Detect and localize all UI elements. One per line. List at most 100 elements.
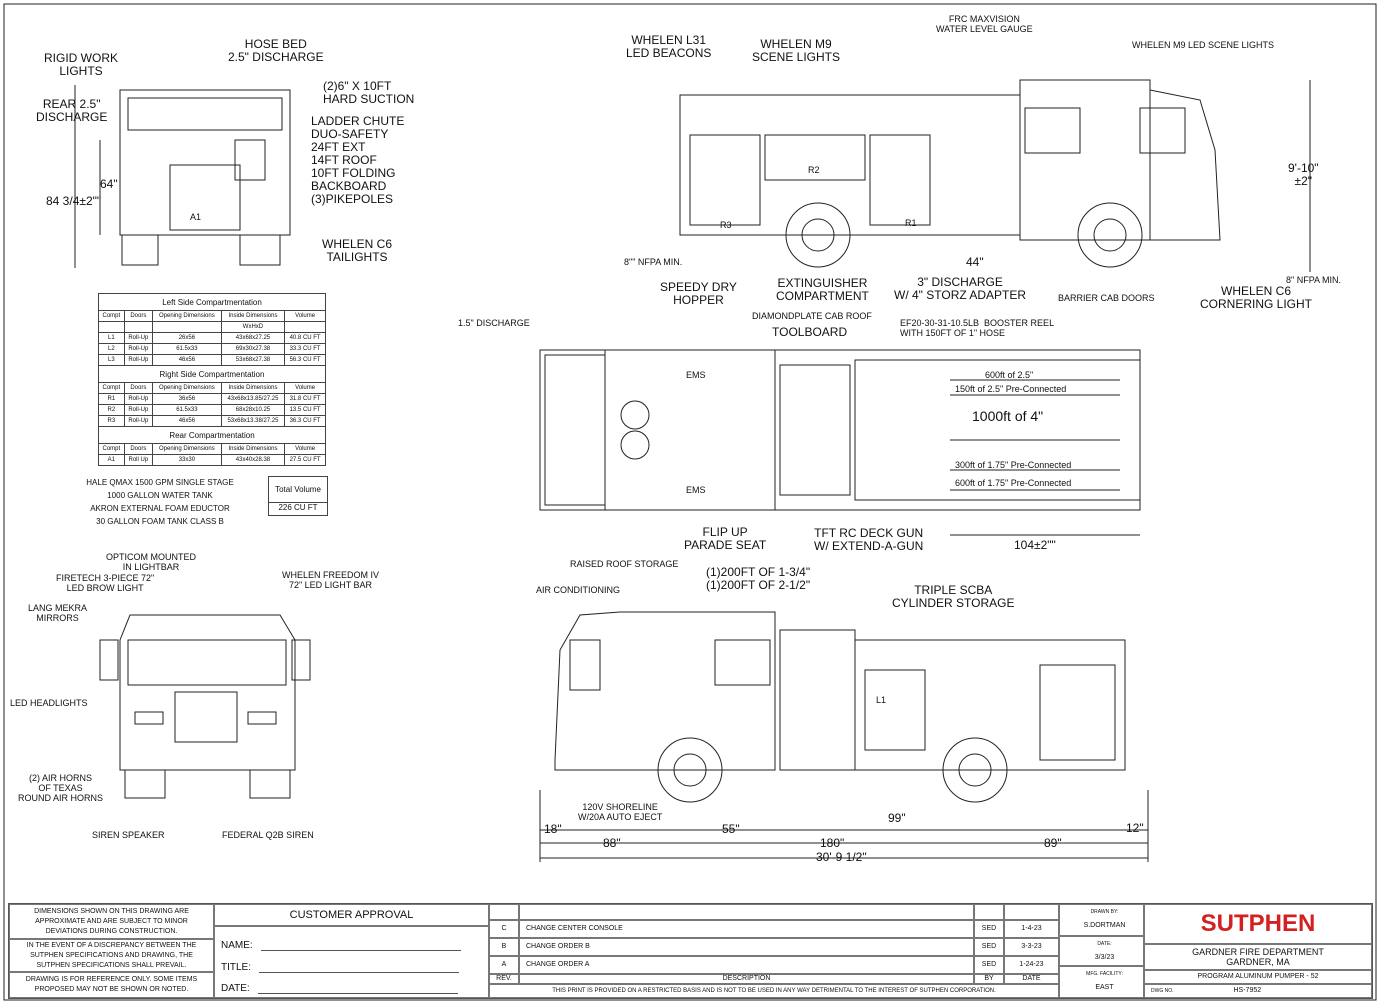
- label-raised-roof: RAISED ROOF STORAGE: [570, 559, 679, 569]
- label-rear-discharge: REAR 2.5" DISCHARGE: [36, 97, 108, 124]
- revision-by: SED: [974, 938, 1004, 956]
- label-scba-storage: TRIPLE SCBA CYLINDER STORAGE: [892, 583, 1015, 610]
- label-l31-beacons: WHELEN L31 LED BEACONS: [626, 33, 712, 60]
- label-barrier-doors: BARRIER CAB DOORS: [1058, 293, 1155, 303]
- title-field[interactable]: [259, 961, 460, 973]
- label-hose-bed: HOSE BED 2.5" DISCHARGE: [228, 37, 324, 64]
- note-discrepancy: IN THE EVENT OF A DISCREPANCY BETWEEN TH…: [9, 939, 214, 972]
- disclaimer: THIS PRINT IS PROVIDED ON A RESTRICTED B…: [489, 984, 1059, 998]
- drawing-number: HS-7952: [1233, 987, 1262, 994]
- rev-blank: [1004, 904, 1059, 920]
- rear-view-drawing: [74, 85, 291, 268]
- drawn-by: S.DORTMAN: [1083, 922, 1126, 929]
- label-1-5-discharge: 1.5" DISCHARGE: [458, 318, 530, 328]
- hose-load-3: 1000ft of 4": [972, 408, 1044, 424]
- label-opticom: OPTICOM MOUNTED IN LIGHTBAR: [106, 552, 196, 572]
- title-row: TITLE:: [221, 961, 460, 974]
- revision-letter: A: [489, 956, 519, 974]
- label-nfpa-front: 8" NFPA MIN.: [1286, 275, 1342, 285]
- revision-letter: C: [489, 920, 519, 938]
- label-ladder-chute: LADDER CHUTE DUO-SAFETY 24FT EXT 14FT RO…: [311, 114, 405, 206]
- date-field[interactable]: [257, 982, 458, 994]
- drawing-date: 3/3/23: [1094, 954, 1115, 961]
- dim-88: 88": [603, 836, 621, 850]
- revision-description: CHANGE ORDER B: [519, 938, 974, 956]
- label-frc-gauge: FRC MAXVISION WATER LEVEL GAUGE: [936, 14, 1033, 34]
- label-shoreline: 120V SHORELINE W/20A AUTO EJECT: [578, 802, 663, 822]
- label-crosslays: (1)200FT OF 1-3/4" (1)200FT OF 2-1/2": [706, 565, 811, 592]
- dim-64: 64": [100, 177, 118, 191]
- program-name: PROGRAM ALUMINUM PUMPER - 52: [1144, 970, 1372, 984]
- dim-99: 99": [888, 811, 906, 825]
- label-air-conditioning: AIR CONDITIONING: [536, 585, 621, 595]
- revision-date: 1-4-23: [1004, 920, 1059, 938]
- compartment-r1: R1: [905, 218, 917, 228]
- ems-compartment-1: EMS: [686, 370, 706, 380]
- note-dimensions: DIMENSIONS SHOWN ON THIS DRAWING ARE APP…: [9, 904, 214, 939]
- label-speedy-dry: SPEEDY DRY HOPPER: [660, 280, 737, 307]
- compartment-a1: A1: [190, 212, 202, 222]
- dim-55: 55": [722, 822, 740, 836]
- right-compartment-title: Right Side Compartmentation: [98, 365, 326, 383]
- label-m9-scene: WHELEN M9 SCENE LIGHTS: [752, 37, 841, 64]
- revision-by: SED: [974, 920, 1004, 938]
- hose-load-5: 600ft of 1.75" Pre-Connected: [955, 478, 1072, 488]
- revision-date: 3-3-23: [1004, 938, 1059, 956]
- label-booster-reel: EF20-30-31-10.5LB BOOSTER REEL WITH 150F…: [900, 318, 1055, 338]
- ems-compartment-2: EMS: [686, 485, 706, 495]
- dim-84: 84 3/4±2"": [46, 194, 102, 208]
- label-siren-speaker: SIREN SPEAKER: [92, 830, 165, 840]
- name-field[interactable]: [260, 939, 461, 951]
- approval-fields: NAME: TITLE: DATE:: [214, 926, 489, 998]
- label-parade-seat: FLIP UP PARADE SEAT: [684, 525, 767, 552]
- label-hard-suction: (2)6" X 10FT HARD SUCTION: [323, 79, 415, 106]
- front-view-drawing: [99, 614, 311, 799]
- label-nfpa-rear: 8"" NFPA MIN.: [624, 257, 683, 267]
- top-view-drawing: [539, 349, 1141, 536]
- hose-load-1: 600ft of 2.5": [985, 370, 1034, 380]
- left-compartment-title: Left Side Compartmentation: [98, 293, 326, 311]
- revision-description: CHANGE ORDER A: [519, 956, 974, 974]
- pump-tank-notes: HALE QMAX 1500 GPM SINGLE STAGE 1000 GAL…: [86, 478, 234, 526]
- left-side-view-drawing: [539, 611, 1149, 862]
- note-reference: DRAWING IS FOR REFERENCE ONLY. SOME ITEM…: [9, 972, 214, 998]
- label-extinguisher: EXTINGUISHER COMPARTMENT: [776, 276, 869, 303]
- customer-approval-title: CUSTOMER APPROVAL: [214, 904, 489, 926]
- label-rigid-work-lights: RIGID WORK LIGHTS: [44, 51, 118, 78]
- name-row: NAME:: [221, 939, 461, 952]
- dim-104: 104±2"": [1014, 538, 1056, 552]
- label-deck-gun: TFT RC DECK GUN W/ EXTEND-A-GUN: [814, 526, 924, 553]
- compartment-l1: L1: [876, 695, 887, 705]
- hose-load-2: 150ft of 2.5" Pre-Connected: [955, 384, 1067, 394]
- label-air-horns: (2) AIR HORNS OF TEXAS ROUND AIR HORNS: [18, 773, 104, 803]
- customer-name: GARDNER FIRE DEPARTMENT GARDNER, MA: [1144, 944, 1372, 970]
- dim-44: 44": [966, 255, 984, 269]
- dim-89: 89": [1044, 836, 1062, 850]
- label-cornering-light: WHELEN C6 CORNERING LIGHT: [1200, 284, 1313, 311]
- dim-18: 18": [544, 822, 562, 836]
- label-light-bar: WHELEN FREEDOM IV 72" LED LIGHT BAR: [282, 570, 380, 590]
- dim-overall: 30'-9 1/2": [816, 850, 867, 864]
- label-q2b-siren: FEDERAL Q2B SIREN: [222, 830, 314, 840]
- sheet-border: [3, 3, 1377, 1001]
- title-block: DIMENSIONS SHOWN ON THIS DRAWING ARE APP…: [8, 903, 1373, 999]
- revision-date: 1-24-23: [1004, 956, 1059, 974]
- rear-compartment-title: Rear Compartmentation: [98, 426, 326, 444]
- facility: EAST: [1095, 984, 1114, 991]
- hose-load-4: 300ft of 1.75" Pre-Connected: [955, 460, 1072, 470]
- compartment-r2: R2: [808, 165, 820, 175]
- rev-blank: [519, 904, 974, 920]
- label-brow-light: FIRETECH 3-PIECE 72" LED BROW LIGHT: [56, 573, 155, 593]
- dim-12: 12": [1126, 821, 1144, 835]
- label-toolboard: TOOLBOARD: [772, 325, 848, 339]
- label-mirrors: LANG MEKRA MIRRORS: [28, 603, 88, 623]
- label-headlights: LED HEADLIGHTS: [10, 698, 88, 708]
- label-3in-discharge: 3" DISCHARGE W/ 4" STORZ ADAPTER: [894, 275, 1027, 302]
